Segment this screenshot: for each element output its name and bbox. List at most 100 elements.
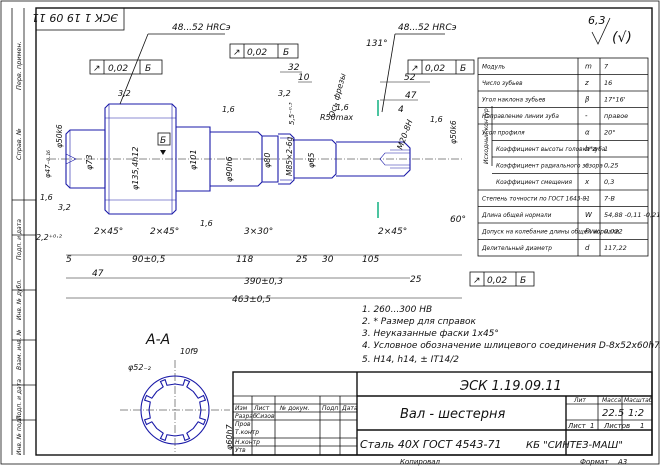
- gear-row-symbol: x: [584, 178, 590, 186]
- datum-label: Б: [160, 136, 166, 146]
- hdim-18: 1,6: [200, 219, 213, 228]
- hdim-16: 3,2: [58, 203, 71, 212]
- roughness-value: 6,3: [588, 14, 606, 27]
- tb-mass: 22.5: [602, 408, 624, 419]
- tb-scale: 1:2: [628, 408, 644, 419]
- tb-r4: Дата: [341, 405, 358, 412]
- tb-dev: Сизов: [256, 413, 275, 420]
- tb-r1: Лист: [253, 405, 270, 412]
- gear-row-symbol: α: [585, 129, 590, 137]
- tol-base-1: Б: [283, 48, 289, 58]
- note-0: 1. 260...300 HB: [362, 305, 432, 315]
- tol-base-2: Б: [460, 64, 466, 74]
- dim-4: 4: [398, 105, 404, 115]
- dia-9: φ50k6: [449, 120, 458, 144]
- dia-1: φ73: [85, 155, 94, 170]
- gear-row-value: правое: [604, 112, 628, 120]
- gear-row-symbol: h*a: [585, 145, 597, 153]
- gear-row-label: Степень точности по ГОСТ 1643-81: [482, 197, 590, 203]
- dia-3: φ135,4h12: [131, 147, 140, 190]
- dia-2: φ47₋₀.₁₆: [44, 150, 52, 178]
- dim-32: 32: [288, 63, 300, 73]
- hdim-1: 2×45°: [150, 227, 179, 237]
- tol-value-1: 0,02: [247, 48, 267, 58]
- tol-value-2: 0,02: [425, 64, 445, 74]
- gear-row-label: Длина общей нормали: [481, 213, 552, 219]
- tb-org: КБ "СИНТЕЗ-МАШ": [526, 440, 623, 451]
- section-aa: 10f9 φ52₋₂ φ60h7: [128, 347, 234, 450]
- hardness-left: 48...52 HRCэ: [172, 23, 231, 33]
- hdim-15: 60°: [450, 215, 466, 225]
- datum-triangle-icon: [160, 150, 166, 155]
- section-dim-2: φ60h7: [225, 423, 234, 450]
- strip-label-5: Подп. и дата: [16, 379, 23, 420]
- shaft-outline: [65, 103, 411, 215]
- tb-r2: № докум.: [279, 405, 310, 412]
- gear-row-symbol: z: [584, 79, 589, 87]
- tolerance-frame-2: ↗ 0,02 Б: [407, 59, 475, 75]
- gear-row-value: 7-В: [604, 195, 615, 203]
- rough-32b: 3,2: [278, 89, 291, 98]
- gear-row-value: 1: [604, 145, 608, 153]
- gear-row-value: 117,22: [604, 244, 627, 252]
- hdim-4: 90±0,5: [132, 255, 166, 265]
- tb-r9: Утв: [235, 447, 246, 454]
- tb-r6: Пров: [235, 421, 251, 428]
- note-2: 3. Неуказанные фаски 1x45°: [362, 329, 499, 339]
- dim-131: 131°: [366, 39, 388, 49]
- gear-row-symbol: β: [585, 96, 590, 104]
- hdim-6: 25: [296, 255, 308, 265]
- hdim-10: 5: [66, 255, 72, 265]
- hdim-11: 390±0,3: [244, 277, 283, 287]
- tol-value-3: 0,02: [487, 276, 507, 286]
- runout-icon: ↗: [473, 276, 481, 286]
- dim-m20: M20-8H: [395, 118, 414, 150]
- hdim-8: 105: [362, 255, 379, 265]
- gear-row-symbol: -: [585, 112, 588, 120]
- gear-row-value: 16: [604, 79, 612, 87]
- tolerance-frame-1: ↗ 0,02 Б: [229, 43, 299, 59]
- rough-16c: 1,6: [336, 103, 349, 112]
- left-strip: Перв. примен. Справ. № Подп. и дата Инв.…: [15, 41, 23, 455]
- tb-sheet: Лист: [567, 422, 587, 430]
- tb-r7: Т.контр: [235, 429, 259, 436]
- gear-row-symbol: -: [585, 195, 588, 203]
- gear-row-value: 7: [604, 63, 609, 71]
- gear-side-label: Исходный контур: [483, 108, 490, 164]
- tol-base-0: Б: [145, 64, 151, 74]
- rotated-code: ЭСК 1 19 09 11: [32, 11, 119, 24]
- hdim-0: 2×45°: [94, 227, 123, 237]
- hdim-7: 30: [322, 255, 334, 265]
- rough-16b: 1,6: [430, 115, 443, 124]
- gear-row-symbol: m: [585, 63, 592, 71]
- gear-row-label: Число зубьев: [482, 81, 523, 87]
- footer-copied: Копировал: [400, 458, 441, 466]
- tb-r5: Разраб: [235, 413, 257, 420]
- gear-row-label: Коэффициент высоты головки зуба: [496, 147, 606, 153]
- hdim-2: 3×30°: [244, 227, 273, 237]
- gear-row-label: Делительный диаметр: [481, 246, 552, 252]
- runout-icon: ↗: [233, 48, 241, 58]
- roughness-check-icon: [591, 17, 611, 45]
- dim-52: 52: [404, 73, 416, 83]
- gear-row-symbol: d: [585, 244, 590, 252]
- tol-value-0: 0,02: [108, 64, 128, 74]
- note-3: 4. Условное обозначение шлицевого соедин…: [362, 341, 660, 351]
- tb-sheets: Листов: [603, 422, 630, 430]
- section-dim-1: φ52₋₂: [128, 363, 152, 372]
- footer-format-val: A3: [617, 458, 627, 466]
- tb-h1: Масса: [602, 397, 621, 404]
- runout-icon: ↗: [411, 64, 419, 74]
- tol-base-3: Б: [520, 276, 526, 286]
- gear-row-label: Направление линии зуба: [482, 114, 559, 120]
- gear-row-label: Угол наклона зубьев: [482, 98, 546, 104]
- note-1: 2. * Размер для справок: [362, 317, 477, 327]
- gear-row-label: Модуль: [482, 65, 505, 71]
- hdim-12: 463±0,5: [232, 295, 271, 305]
- dia-0: φ50k6: [55, 124, 64, 148]
- strip-label-6: Инв. № подл.: [16, 414, 23, 455]
